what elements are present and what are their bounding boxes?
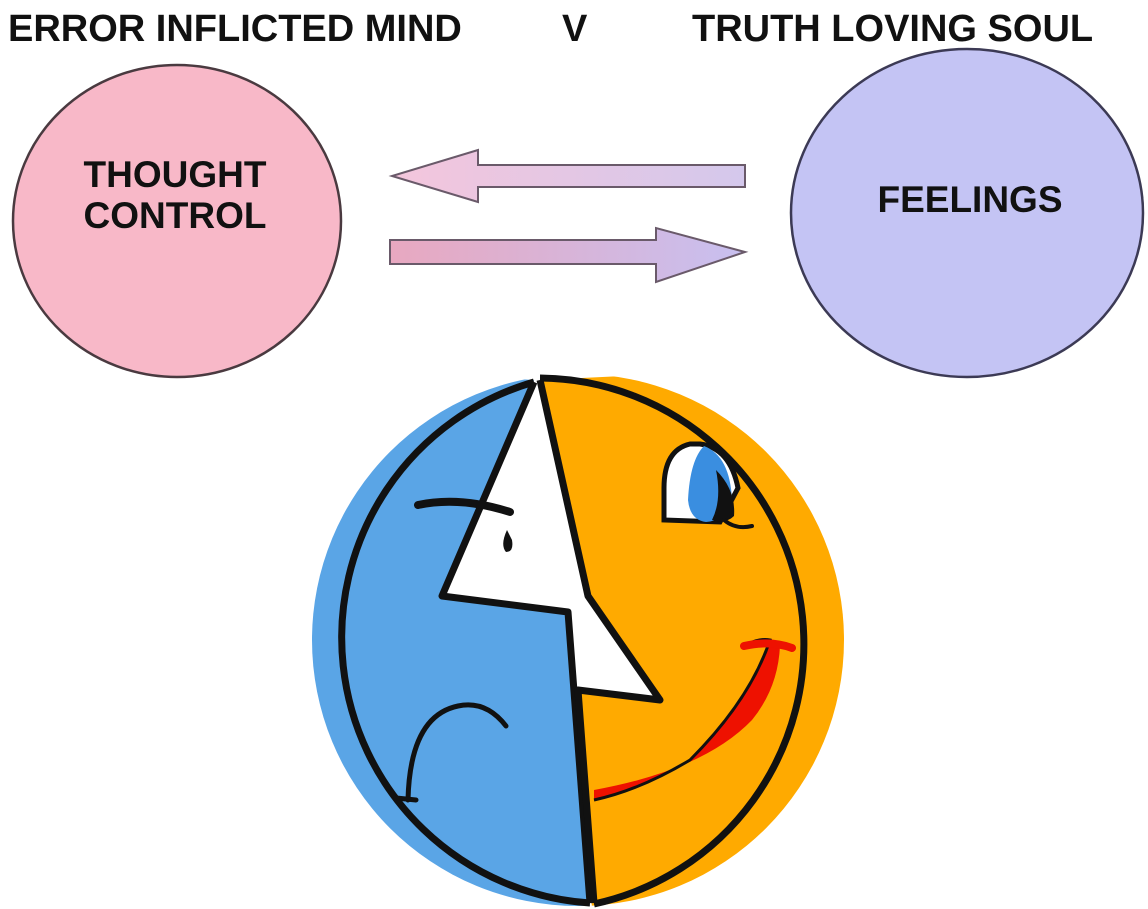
feelings-circle bbox=[789, 47, 1145, 379]
thought-control-label-line2: CONTROL bbox=[83, 194, 267, 236]
split-face-illustration bbox=[312, 374, 844, 908]
tear-icon bbox=[503, 530, 513, 552]
heading-left: ERROR INFLICTED MIND bbox=[8, 8, 462, 50]
thought-control-label-line1: THOUGHT bbox=[83, 154, 267, 195]
sad-face-half bbox=[312, 374, 590, 906]
feelings-label-text: FEELINGS bbox=[877, 179, 1063, 220]
sad-mouth-icon bbox=[405, 702, 509, 803]
happy-mouth-icon bbox=[593, 638, 796, 802]
happy-eye-icon bbox=[661, 441, 754, 530]
arrow-to-thought-control bbox=[388, 148, 746, 204]
arrow-to-feelings bbox=[389, 226, 749, 284]
heading-separator: V bbox=[562, 8, 588, 50]
heading-right: TRUTH LOVING SOUL bbox=[692, 8, 1094, 50]
happy-face-half bbox=[540, 374, 844, 906]
sad-eyebrow-icon bbox=[414, 497, 514, 516]
thought-control-label: THOUGHT CONTROL bbox=[50, 154, 300, 236]
thought-control-circle bbox=[11, 63, 343, 379]
feelings-label: FEELINGS bbox=[830, 179, 1110, 221]
